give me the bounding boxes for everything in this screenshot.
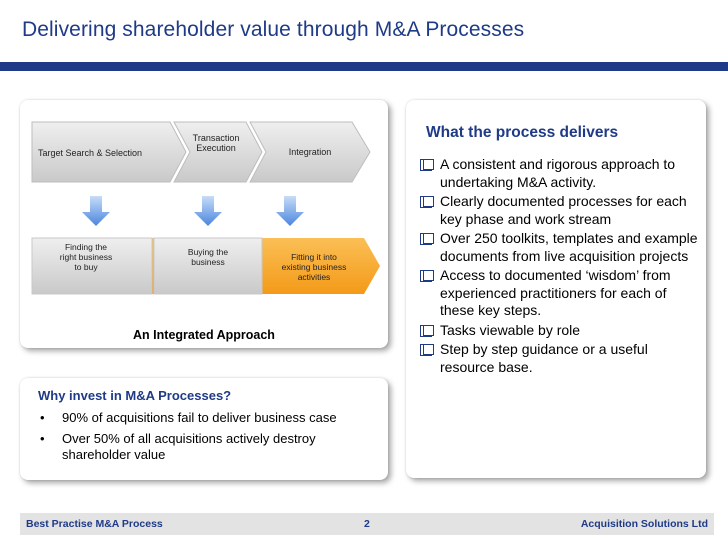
list-item: • 90% of acquisitions fail to deliver bu… <box>38 410 378 426</box>
benefits-list: A consistent and rigorous approach to un… <box>418 156 700 378</box>
bullet-icon: • <box>40 410 45 425</box>
phase-label-1: Target Search & Selection <box>38 148 142 158</box>
benefits-panel: What the process delivers A consistent a… <box>406 100 706 478</box>
checkbox-bullet-icon <box>420 344 434 356</box>
checkbox-bullet-icon <box>420 196 434 208</box>
list-item-text: Clearly documented processes for each ke… <box>440 193 687 227</box>
down-arrow-icon <box>276 196 304 226</box>
diagram-caption: An Integrated Approach <box>133 328 275 342</box>
footer-bar: Best Practise M&A Process 2 Acquisition … <box>20 513 714 535</box>
footer-company: Acquisition Solutions Ltd <box>580 518 708 530</box>
phase-chevron-3 <box>249 121 371 183</box>
phase-chevron-1 <box>31 121 187 183</box>
list-item-text: 90% of acquisitions fail to deliver busi… <box>62 410 337 425</box>
list-item: A consistent and rigorous approach to un… <box>418 156 700 191</box>
phase-label-3: Integration <box>289 147 332 157</box>
list-item: Over 250 toolkits, templates and example… <box>418 230 700 265</box>
checkbox-bullet-icon <box>420 324 434 337</box>
title-rule <box>0 62 728 71</box>
list-item-text: Access to documented ‘wisdom’ from exper… <box>440 267 671 318</box>
list-item: Step by step guidance or a useful resour… <box>418 341 700 376</box>
bullet-icon: • <box>40 431 45 446</box>
list-item: Tasks viewable by role <box>418 322 700 340</box>
page-title: Delivering shareholder value through M&A… <box>22 18 525 41</box>
down-arrow-icon <box>82 196 110 226</box>
list-item: Clearly documented processes for each ke… <box>418 193 700 228</box>
phase-chevron-2 <box>173 121 263 183</box>
outcome-box-1 <box>31 237 153 295</box>
list-item: Access to documented ‘wisdom’ from exper… <box>418 267 700 320</box>
benefits-heading: What the process delivers <box>426 124 619 141</box>
footer-left-text: Best Practise M&A Process <box>26 518 163 530</box>
checkbox-bullet-icon <box>420 270 434 282</box>
list-item-text: Step by step guidance or a useful resour… <box>440 341 648 375</box>
checkbox-bullet-icon <box>420 233 434 245</box>
why-invest-panel: Why invest in M&A Processes? • 90% of ac… <box>20 378 388 480</box>
why-invest-list: • 90% of acquisitions fail to deliver bu… <box>38 410 378 468</box>
list-item-text: Over 50% of all acquisitions actively de… <box>62 431 316 462</box>
why-invest-heading: Why invest in M&A Processes? <box>38 388 232 403</box>
list-item-text: Tasks viewable by role <box>440 321 581 338</box>
page-number: 2 <box>364 518 370 530</box>
outcome-box-2 <box>153 237 263 295</box>
list-item-text: A consistent and rigorous approach to un… <box>440 156 676 190</box>
checkbox-bullet-icon <box>420 159 434 171</box>
list-item-text: Over 250 toolkits, templates and example… <box>440 230 698 264</box>
down-arrow-icon <box>194 196 222 226</box>
list-item: • Over 50% of all acquisitions actively … <box>38 431 378 463</box>
